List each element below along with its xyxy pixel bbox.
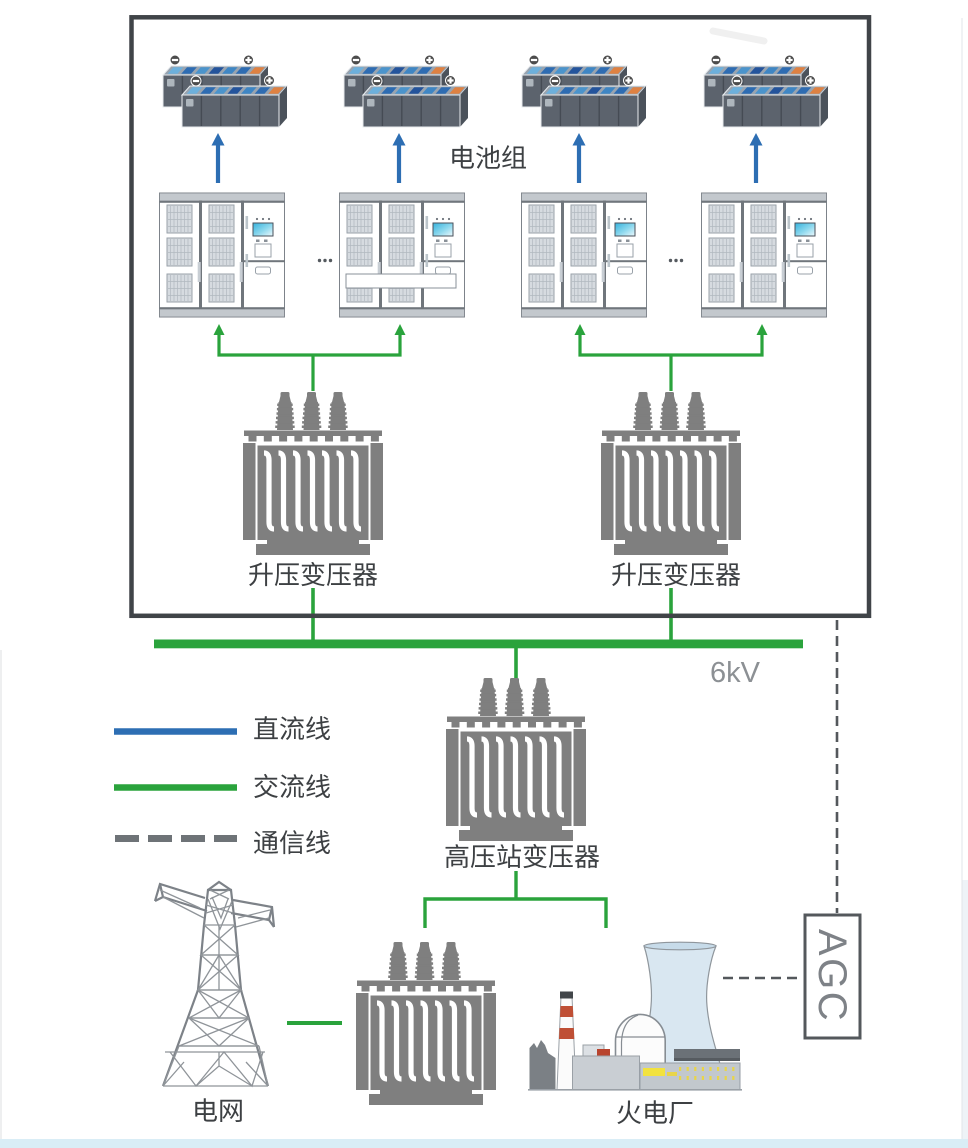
svg-text:AGC: AGC: [810, 929, 854, 1023]
svg-text:6kV: 6kV: [710, 657, 761, 689]
